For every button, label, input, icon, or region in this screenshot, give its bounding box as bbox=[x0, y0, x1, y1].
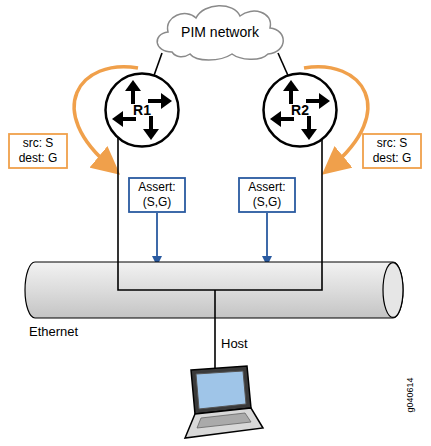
link-line bbox=[117, 138, 119, 263]
host-label: Host bbox=[221, 336, 248, 351]
host-laptop: Host bbox=[165, 336, 265, 440]
router-name: R2 bbox=[262, 101, 338, 119]
assert-box: Assert: (S,G) bbox=[128, 177, 186, 213]
host-outline bbox=[165, 336, 265, 440]
ethernet-segment: Ethernet bbox=[25, 262, 403, 318]
box-text: Assert: (S,G) bbox=[131, 180, 183, 210]
link-line bbox=[154, 53, 162, 76]
assert-box: Assert: (S,G) bbox=[238, 177, 296, 213]
box-text: Assert: (S,G) bbox=[241, 180, 293, 210]
figure-id: g040614 bbox=[405, 377, 415, 412]
assert-arrow bbox=[266, 213, 268, 264]
segment-label: Ethernet bbox=[29, 324, 78, 339]
link-line bbox=[278, 53, 288, 76]
link-line bbox=[214, 318, 216, 336]
cyl-outline bbox=[25, 262, 403, 318]
box-text: PIM network bbox=[150, 24, 290, 40]
router-name: R1 bbox=[104, 101, 180, 119]
assert-arrow bbox=[156, 213, 158, 264]
box-text: src: S dest: G bbox=[11, 136, 65, 166]
flow-label-box: src: S dest: G bbox=[8, 133, 68, 169]
network-cloud: PIM network bbox=[150, 2, 290, 60]
router-symbol: R1 bbox=[104, 72, 180, 148]
link-line bbox=[321, 139, 323, 262]
box-text: src: S dest: G bbox=[365, 136, 419, 166]
router-symbol: R2 bbox=[262, 72, 338, 148]
flow-label-box: src: S dest: G bbox=[362, 133, 422, 169]
